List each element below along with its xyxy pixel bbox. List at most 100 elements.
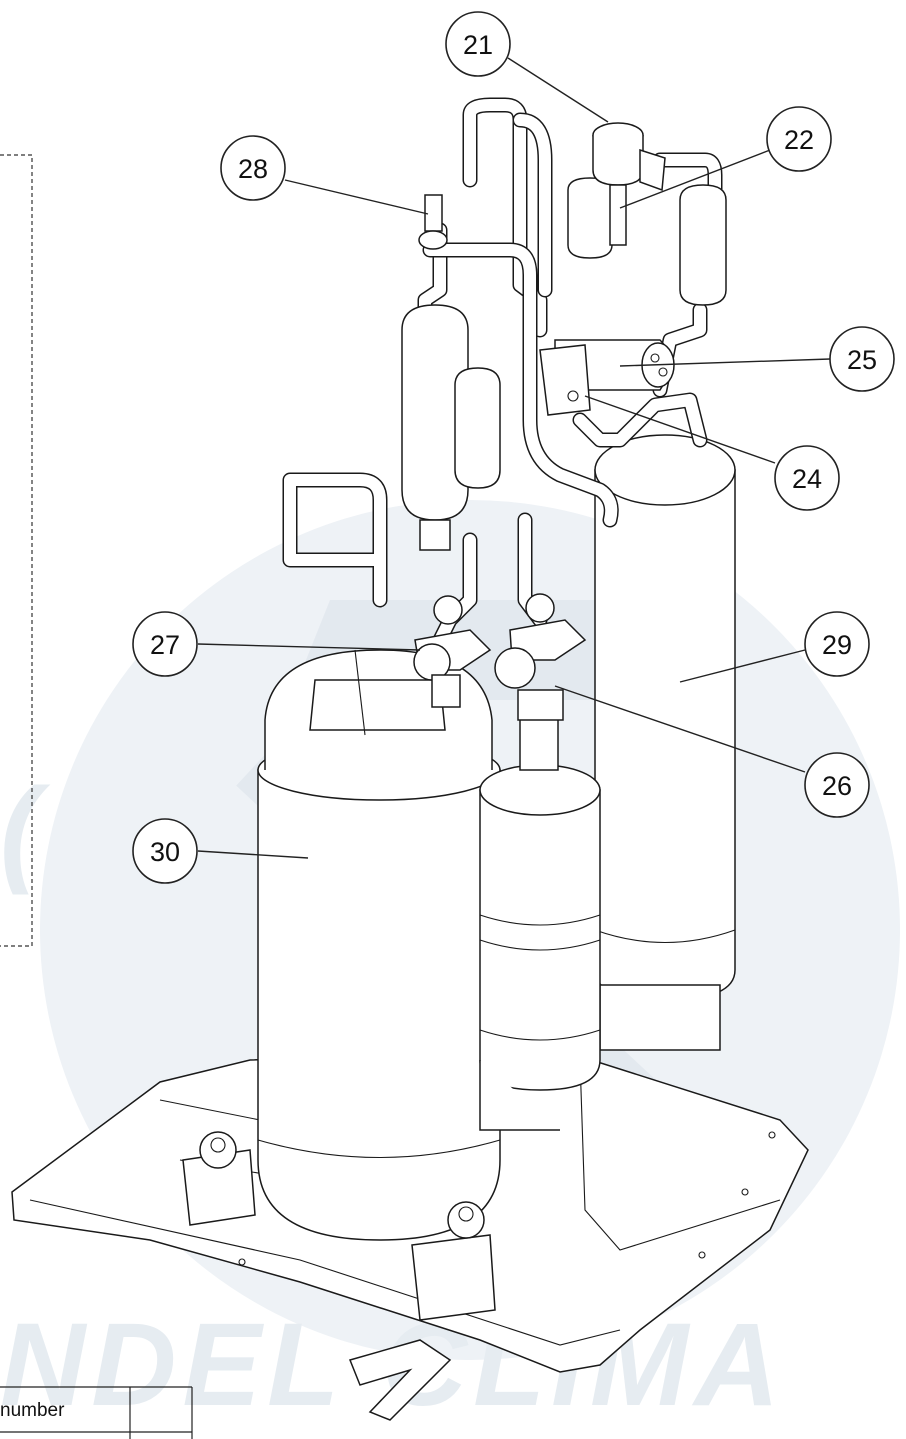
- receiver-tank: [594, 434, 736, 1051]
- mount-bracket: [411, 1234, 496, 1321]
- base-hole: [698, 1251, 706, 1259]
- muffler-left: [401, 304, 469, 551]
- callout-27: 27: [132, 611, 198, 677]
- mount-bolt-icon: [458, 1206, 474, 1222]
- expansion-valve-coil: [592, 135, 644, 186]
- valve-port-icon: [650, 353, 660, 363]
- callout-circle: [804, 752, 870, 818]
- service-valve-right: [494, 593, 587, 721]
- leader-30: [197, 850, 309, 859]
- valve-port-icon: [658, 367, 668, 377]
- leader-lines: [197, 57, 831, 859]
- callout-circle: [132, 818, 198, 884]
- piping: [282, 97, 723, 648]
- compressor-mount-left: [182, 1131, 256, 1226]
- receiver-shell: [594, 469, 736, 1001]
- callout-label-30: 30: [150, 837, 180, 867]
- service-valve-right-flare-nut: [517, 689, 564, 721]
- callout-label-28: 28: [238, 154, 268, 184]
- callout-28: 28: [220, 135, 286, 201]
- callout-label-26: 26: [822, 771, 852, 801]
- callout-22: 22: [766, 106, 832, 172]
- callout-26: 26: [804, 752, 870, 818]
- liquid-receiver-shell: [479, 789, 601, 1091]
- receiver-top: [594, 434, 736, 506]
- callout-circle: [766, 106, 832, 172]
- mount-nut-icon: [447, 1201, 485, 1239]
- compressor-strap: [354, 649, 366, 736]
- muffler-left-body: [401, 304, 469, 521]
- expansion-valve: [592, 122, 666, 246]
- callout-circle: [774, 445, 840, 511]
- leader-26: [554, 685, 806, 773]
- liquid-receiver-seam: [479, 1029, 601, 1041]
- base-hole: [768, 1131, 776, 1139]
- muffler-left-neck: [419, 519, 451, 551]
- leader-29: [679, 649, 806, 683]
- base-hole: [741, 1188, 749, 1196]
- compressor-terminal-cover: [309, 679, 446, 731]
- callout-30: 30: [132, 818, 198, 884]
- watermark-letter-left: (: [0, 764, 51, 896]
- callout-25: 25: [829, 326, 895, 392]
- service-valve-right-cap: [525, 593, 555, 623]
- compressor-shell: [257, 769, 501, 1241]
- compressor: [182, 649, 501, 1321]
- callout-21: 21: [445, 11, 511, 77]
- muffler-upper-body: [567, 177, 613, 259]
- expansion-valve-stem: [609, 184, 627, 246]
- mount-bolt-icon: [210, 1137, 226, 1153]
- receiver-seam: [594, 929, 736, 943]
- base-plate-tab: [348, 1339, 452, 1421]
- base-plate-bracket: [579, 1059, 781, 1251]
- service-valve-left-cap: [433, 595, 463, 625]
- liquid-receiver-top: [479, 764, 601, 816]
- callout-circle: [804, 611, 870, 677]
- leader-24: [584, 395, 776, 464]
- callout-circle: [132, 611, 198, 677]
- four-way-valve-coil: [539, 344, 591, 416]
- pressure-switch-nut: [418, 230, 448, 250]
- muffler-mid-body: [454, 367, 501, 489]
- leader-25: [619, 358, 831, 367]
- service-valve-left-flare-nut: [431, 674, 461, 708]
- leader-22: [619, 149, 771, 209]
- muffler-right: [679, 184, 727, 306]
- callout-circle: [829, 326, 895, 392]
- liquid-receiver-outlet: [479, 1060, 560, 1131]
- leader-21: [507, 57, 609, 123]
- leader-27: [197, 643, 421, 651]
- liquid-receiver: [479, 699, 601, 1131]
- dashed-boundary: [0, 154, 33, 947]
- service-valve-left: [413, 595, 492, 708]
- callout-label-22: 22: [784, 125, 814, 155]
- base-hole: [238, 1258, 246, 1266]
- compressor-mount-right: [411, 1201, 496, 1321]
- callout-29: 29: [804, 611, 870, 677]
- receiver-bracket: [599, 984, 721, 1051]
- callout-label-25: 25: [847, 345, 877, 375]
- callout-label-24: 24: [792, 464, 822, 494]
- leader-28: [284, 179, 429, 215]
- callout-circle: [220, 135, 286, 201]
- liquid-receiver-strap: [479, 914, 601, 951]
- compressor-lower-seam: [257, 1139, 501, 1159]
- callout-label-27: 27: [150, 630, 180, 660]
- muffler-upper: [567, 177, 613, 259]
- coil-screw-icon: [567, 390, 579, 402]
- muffler-right-body: [679, 184, 727, 306]
- service-valve-right-port: [494, 647, 536, 689]
- pressure-switch-body: [424, 194, 443, 232]
- callout-label-29: 29: [822, 630, 852, 660]
- table-header-number: number: [0, 1400, 65, 1421]
- parts-table-fragment: number: [0, 1386, 193, 1439]
- callout-label-21: 21: [463, 30, 493, 60]
- pressure-switch: [418, 194, 448, 250]
- callout-24: 24: [774, 445, 840, 511]
- callouts: 21 22 28 25 24 27 29 26: [132, 11, 895, 884]
- expansion-valve-connector: [639, 148, 666, 192]
- muffler-mid: [454, 367, 501, 489]
- mount-nut-icon: [199, 1131, 237, 1169]
- callout-circle: [445, 11, 511, 77]
